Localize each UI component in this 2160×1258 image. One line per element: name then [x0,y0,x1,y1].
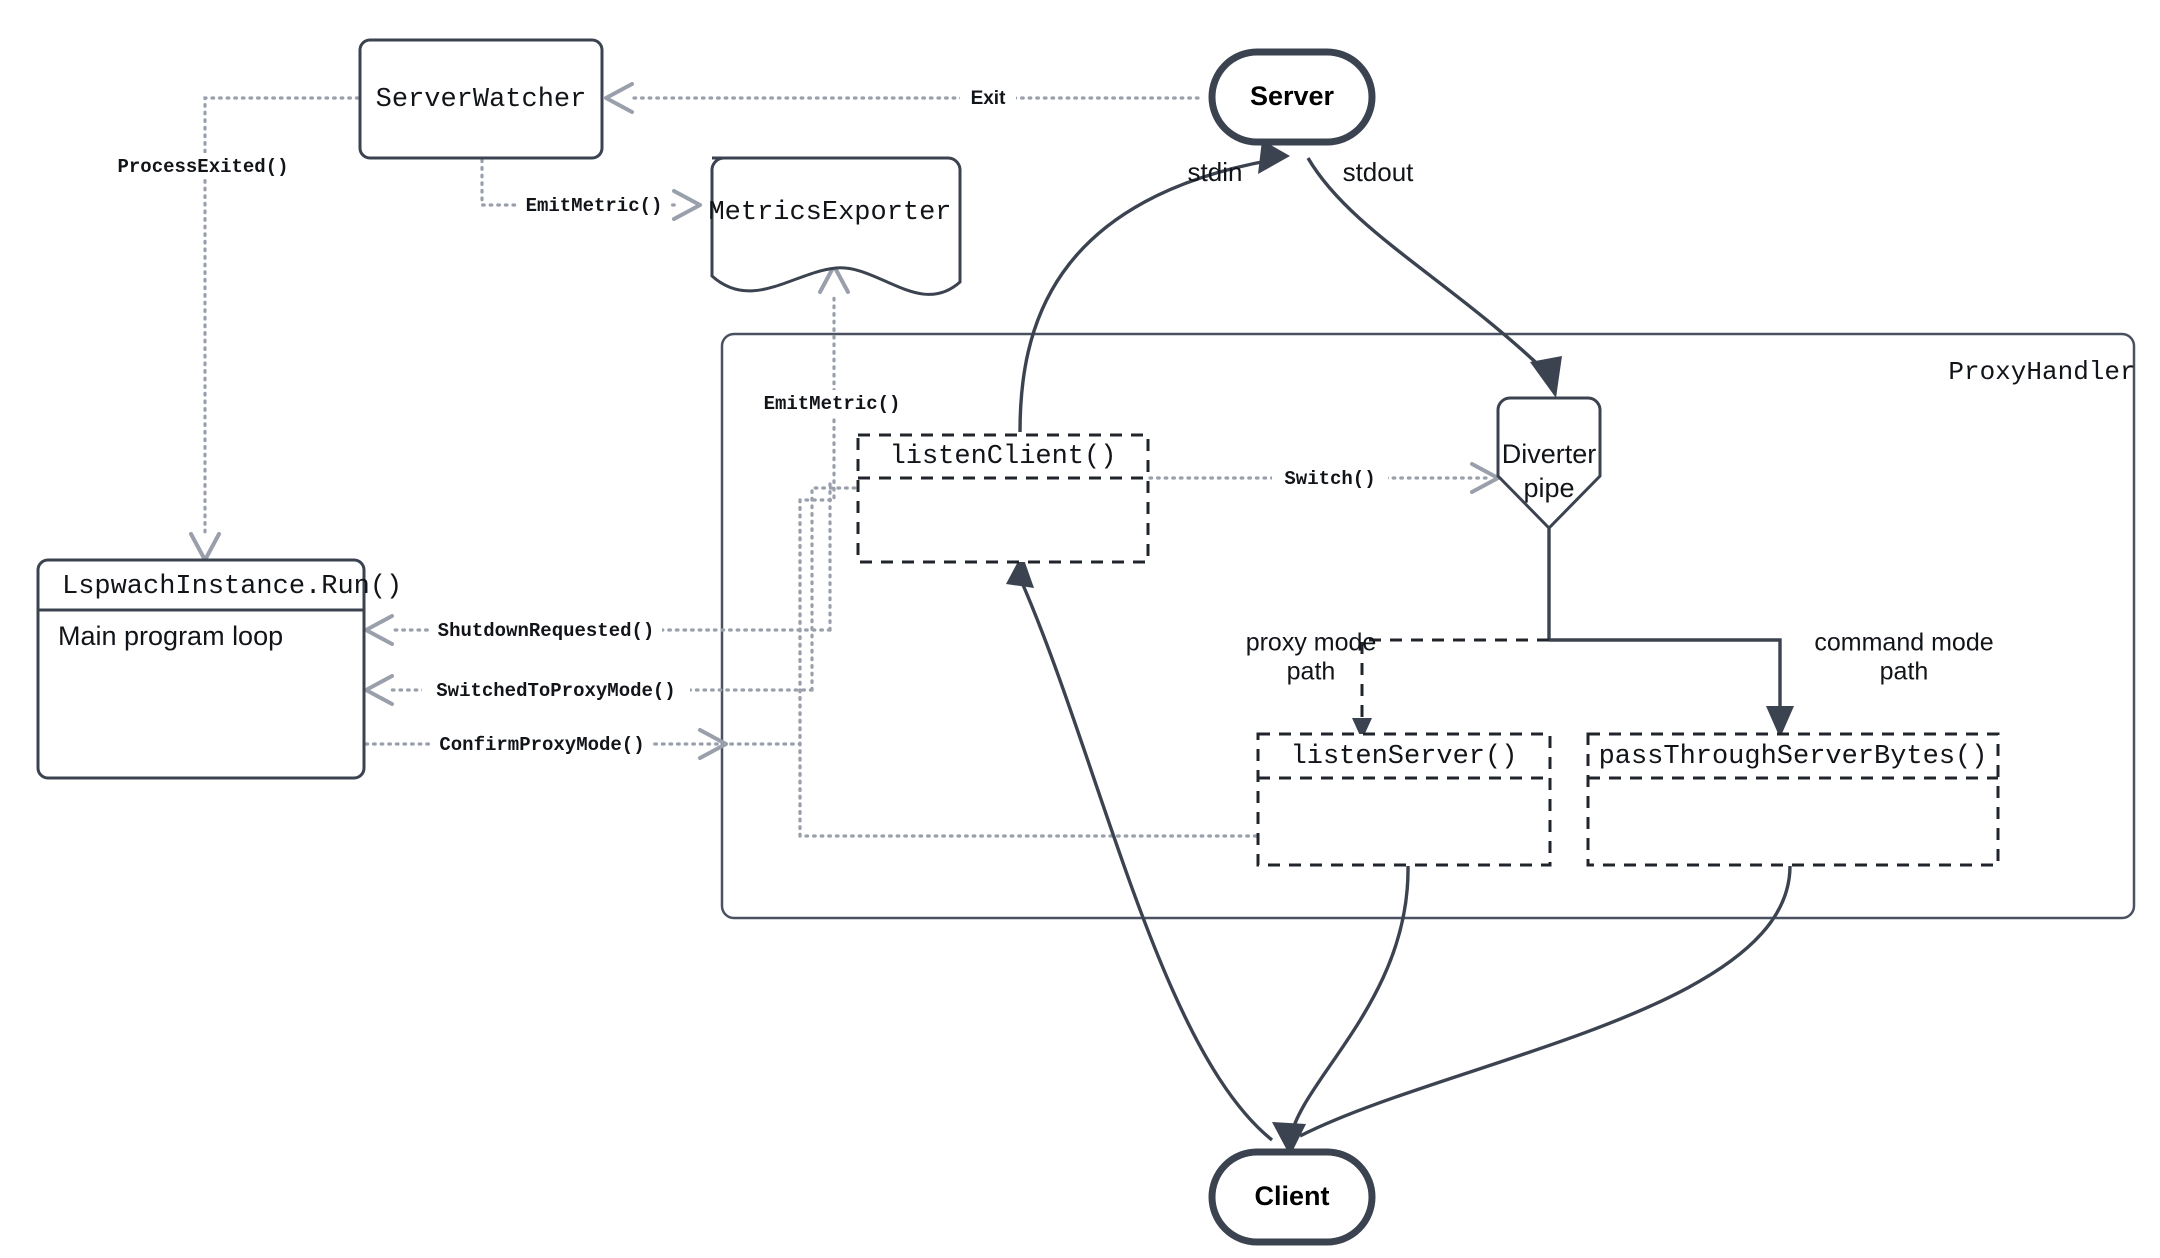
node-lspwach-instance[interactable]: LspwachInstance.Run() Main program loop [36,558,402,780]
proxy-handler-label: ProxyHandler [1948,357,2135,387]
edge-confirm-proxy-mode: ConfirmProxyMode() [364,728,802,760]
edge-diverter-split [1352,528,1794,740]
edge-label-emit-metric-watcher: EmitMetric() [526,195,663,217]
edge-listenserver-to-client [1272,865,1410,1156]
edge-stdin: stdin [1018,140,1290,433]
node-pass-through-server-bytes-title: passThroughServerBytes() [1599,742,1988,772]
edge-switch: Switch() [1148,462,1500,494]
command-mode-path-label-line1: command mode [1814,629,1993,657]
edge-label-switched-to-proxy-mode: SwitchedToProxyMode() [436,680,675,702]
edge-passthrough-to-client [1299,865,1792,1138]
edge-label-exit: Exit [971,88,1007,109]
edge-label-process-exited: ProcessExited() [117,156,288,178]
io-label-stdin: stdin [1188,157,1243,187]
edge-label-switch: Switch() [1284,468,1375,490]
node-lspwach-instance-title: LspwachInstance.Run() [62,572,402,602]
node-lspwach-instance-body: Main program loop [58,621,283,651]
node-diverter-pipe-line1: Diverter [1502,439,1597,469]
node-server-label: Server [1250,81,1335,111]
node-listen-client-title: listenClient() [890,442,1117,472]
edge-emit-metric-watcher: EmitMetric() [480,158,702,221]
proxy-mode-path-label-line1: proxy mode [1246,629,1377,657]
node-listen-server[interactable]: listenServer() [1256,732,1552,867]
edge-routing-rails [798,476,1260,838]
node-diverter-pipe-line2: pipe [1523,473,1574,503]
node-server-watcher-label: ServerWatcher [376,85,587,115]
edge-label-confirm-proxy-mode: ConfirmProxyMode() [439,734,644,756]
edge-exit: Exit [604,82,1200,114]
node-metrics-exporter[interactable]: MetricsExporter [708,156,962,296]
io-label-stdout: stdout [1343,157,1415,187]
proxy-mode-path-label-line2: path [1287,658,1336,686]
node-diverter-pipe[interactable]: Diverter pipe [1496,396,1602,531]
path-mode-labels: proxy mode path command mode path [1246,629,1994,686]
edge-shutdown-requested: ShutdownRequested() [364,614,832,646]
command-mode-path-label-line2: path [1880,658,1929,686]
edge-label-emit-metric-proxy: EmitMetric() [764,393,901,415]
node-listen-server-title: listenServer() [1291,742,1518,772]
node-client[interactable]: Client [1208,1148,1376,1246]
edge-process-exited: ProcessExited() [114,96,360,562]
edge-switched-to-proxy-mode: SwitchedToProxyMode() [364,674,814,706]
node-server[interactable]: Server [1208,48,1376,146]
node-metrics-exporter-label: MetricsExporter [708,198,951,228]
edge-stdout: stdout [1306,157,1562,398]
edge-label-shutdown-requested: ShutdownRequested() [438,620,655,642]
node-listen-client[interactable]: listenClient() [856,433,1150,564]
edge-client-to-listenclient [1006,554,1274,1142]
node-client-label: Client [1254,1181,1329,1211]
node-server-watcher[interactable]: ServerWatcher [358,38,604,160]
node-pass-through-server-bytes[interactable]: passThroughServerBytes() [1586,732,2000,867]
